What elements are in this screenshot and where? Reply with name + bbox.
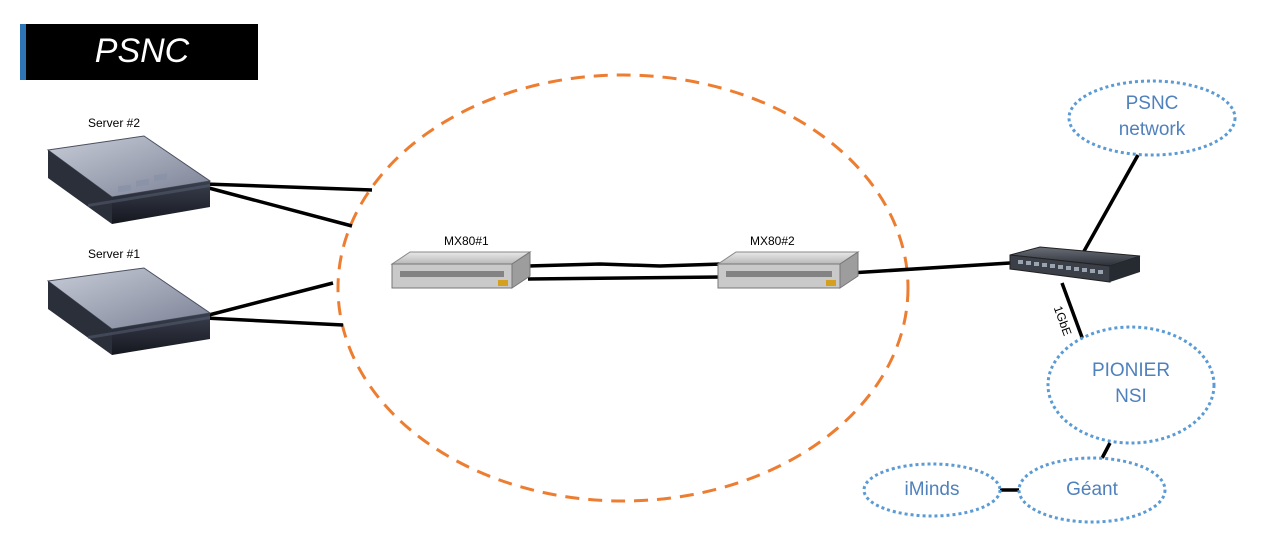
link-server2-b: [204, 185, 353, 228]
network-domain-ellipse: [336, 73, 910, 503]
link-switch-psnc: [1081, 154, 1140, 254]
link-server1-b: [204, 316, 344, 327]
mx80-1-icon: [390, 251, 532, 289]
pionier-nsi-label-line2: NSI: [1115, 386, 1147, 407]
psnc-network-label: PSNC network: [1072, 91, 1232, 143]
link-mx80-bottom: [527, 275, 723, 281]
server-2-label: Server #2: [88, 116, 141, 130]
iminds-label: iMinds: [904, 479, 960, 500]
mx80-2-icon: [716, 251, 860, 289]
page-title: PSNC: [94, 32, 190, 70]
pionier-nsi-label: PIONIER NSI: [1051, 358, 1211, 410]
server-2-icon: [46, 135, 212, 224]
link-server2-a: [204, 182, 373, 192]
pionier-nsi-label-line1: PIONIER: [1091, 360, 1171, 381]
title-box: PSNC: [20, 24, 258, 80]
switch-icon: [1009, 246, 1141, 283]
psnc-network-cloud: [1067, 79, 1237, 157]
mx80-1-label: MX80#1: [444, 234, 489, 248]
iminds-cloud: [862, 462, 1002, 518]
pionier-nsi-cloud: [1046, 325, 1216, 445]
link-switch-pionier: [1060, 282, 1085, 341]
psnc-network-label-line1: PSNC: [1125, 93, 1179, 114]
server-1-icon: [46, 267, 212, 355]
links: [204, 154, 1140, 492]
geant-label: Géant: [1066, 479, 1118, 500]
mx80-2-label: MX80#2: [750, 234, 795, 248]
geant-cloud: [1017, 456, 1167, 524]
psnc-network-label-line2: network: [1118, 119, 1186, 140]
link-server1-a: [204, 281, 334, 318]
link-mx80-switch: [849, 261, 1011, 275]
server-1-label: Server #1: [88, 247, 141, 261]
link-mx80-top: [527, 262, 723, 268]
